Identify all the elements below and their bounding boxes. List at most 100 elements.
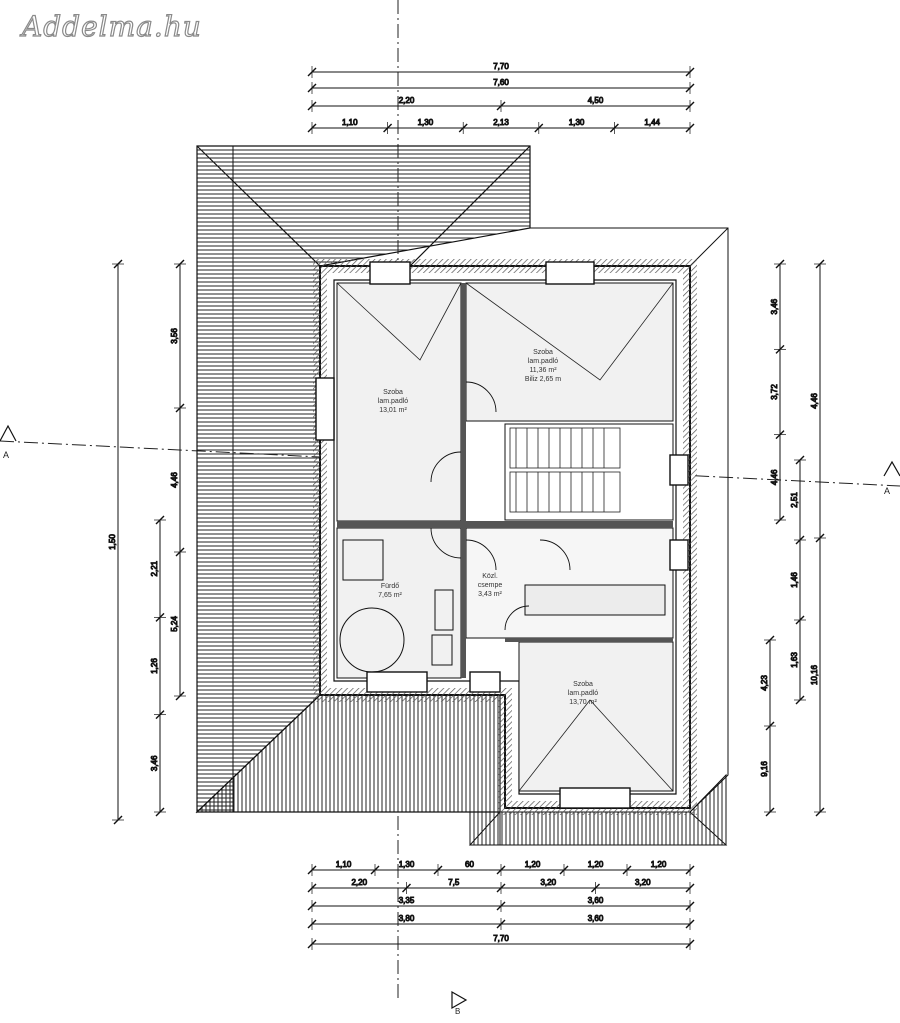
dimension-chain-left-2: 2,211,263,46 (150, 515, 166, 817)
dimension-label: 1,44 (644, 118, 660, 127)
room-area: 3,43 m² (478, 591, 502, 598)
room-extra: Biliz 2,65 m (524, 376, 562, 383)
room-floor: csempe (477, 582, 503, 589)
dimension-label: 3,60 (588, 914, 604, 923)
room-label-bedroom-1: Szoba lam.padló 13,01 m² (363, 388, 423, 415)
dimension-label: 4,46 (770, 469, 779, 485)
room-name: Fürdő (380, 583, 400, 590)
room-bedroom-3 (518, 641, 674, 792)
dimension-chain-top: 7,70 (307, 62, 695, 78)
dimension-label: 2,13 (493, 118, 509, 127)
room-area: 7,65 m² (378, 592, 402, 599)
dimension-label: 1,50 (108, 534, 117, 550)
room-label-bedroom-3: Szoba lam.padló 13,70 m² (548, 680, 618, 707)
room-name: Szoba (533, 349, 553, 356)
dimension-label: 1,46 (790, 572, 799, 588)
dimension-label: 1,26 (150, 658, 159, 674)
room-floor: lam.padló (377, 398, 409, 405)
room-name: Közl. (482, 573, 498, 580)
dimension-label: 10,16 (810, 664, 819, 685)
window-top-right (545, 261, 595, 285)
window-left (315, 377, 335, 441)
dimension-label: 7,5 (448, 878, 460, 887)
bathroom-fixtures (339, 539, 666, 673)
dimension-label: 2,51 (790, 492, 799, 508)
dimension-chain-bottom: 7,70 (307, 934, 695, 950)
dimension-label: 7,70 (493, 62, 509, 71)
dimension-label: 3,80 (399, 914, 415, 923)
room-name: Szoba (383, 389, 403, 396)
dimension-chain-left-1: 3,56 4,46 5,24 (170, 259, 186, 701)
watermark-logo: Addelma.hu (21, 9, 202, 43)
section-label-a-right: A (884, 486, 891, 496)
room-bedroom-1 (336, 282, 462, 522)
dimension-chain-right-3: 4,23 9,16 (760, 635, 776, 817)
room-hall (465, 527, 674, 639)
room-area: 13,70 m² (569, 699, 597, 706)
windows (315, 261, 689, 809)
dimension-label: 1,10 (342, 118, 358, 127)
dimension-chain-right-4: 4,46 10,16 (810, 259, 826, 817)
window-bottom-1 (366, 671, 428, 693)
room-label-hall: Közl. csempe 3,43 m² (470, 572, 510, 599)
section-label-b: B (455, 1007, 461, 1016)
room-bedroom-2 (465, 282, 674, 422)
dimension-label: 9,16 (760, 761, 769, 777)
room-area: 13,01 m² (379, 407, 407, 414)
dimension-label: 1,20 (588, 860, 604, 869)
dimension-label: 4,46 (170, 472, 179, 488)
dimension-label: 60 (465, 860, 474, 869)
dimension-label: 2,20 (399, 96, 415, 105)
room-label-bathroom: Fürdő 7,65 m² (370, 582, 410, 600)
dimension-label: 7,60 (493, 78, 509, 87)
dimension-label: 3,20 (635, 878, 651, 887)
staircase (509, 427, 621, 513)
dimension-chain-top: 1,10 1,30 2,13 1,30 1,44 (307, 118, 695, 134)
section-label-a-left: A (3, 450, 10, 460)
room-area: 11,36 m² (529, 367, 557, 374)
dimension-label: 1,63 (790, 652, 799, 668)
dimension-label: 1,10 (336, 860, 352, 869)
dimension-label: 5,24 (170, 616, 179, 632)
dimension-label: 3,72 (770, 384, 779, 400)
dimension-label: 3,20 (540, 878, 556, 887)
room-label-bedroom-2: Szoba lam.padló 11,36 m² Biliz 2,65 m (508, 348, 578, 384)
dimension-chain-top: 2,20 4,50 (307, 96, 695, 112)
room-name: Szoba (573, 681, 593, 688)
dimension-label: 2,21 (150, 560, 159, 576)
dimension-label: 3,56 (170, 328, 179, 344)
dimension-chain-left-3: 1,50 (108, 259, 124, 825)
dimension-chain-right-2: 2,51 1,46 1,63 (790, 455, 806, 705)
window-bottom-2 (469, 671, 501, 693)
window-top-left (369, 261, 411, 285)
room-floor: lam.padló (527, 358, 559, 365)
dimension-label: 4,23 (760, 675, 769, 691)
dimension-label: 1,30 (418, 118, 434, 127)
section-arrow-left-icon (0, 424, 17, 442)
dimension-label: 1,20 (525, 860, 541, 869)
dimension-label: 1,30 (569, 118, 585, 127)
section-arrow-right-icon (883, 460, 900, 477)
dimension-chain-bottom: 3,80 3,60 (307, 914, 695, 930)
dimension-label: 2,20 (351, 878, 367, 887)
room-floor: lam.padló (567, 690, 599, 697)
dimension-chain-right-1: 3,46 3,72 4,46 (770, 259, 786, 525)
dimension-label: 3,46 (770, 298, 779, 314)
interior-walls (337, 283, 673, 678)
section-markers (0, 424, 900, 1010)
dimension-label: 3,35 (399, 896, 415, 905)
window-right-1 (669, 454, 689, 486)
dimension-label: 1,30 (399, 860, 415, 869)
ceiling-slopes (336, 282, 674, 792)
section-arrow-bottom-icon (451, 990, 468, 1010)
dimension-label: 4,50 (588, 96, 604, 105)
dimension-label: 4,46 (810, 393, 819, 409)
dimension-label: 7,70 (493, 934, 509, 943)
room-bathroom (336, 527, 462, 679)
rooms (336, 282, 674, 792)
